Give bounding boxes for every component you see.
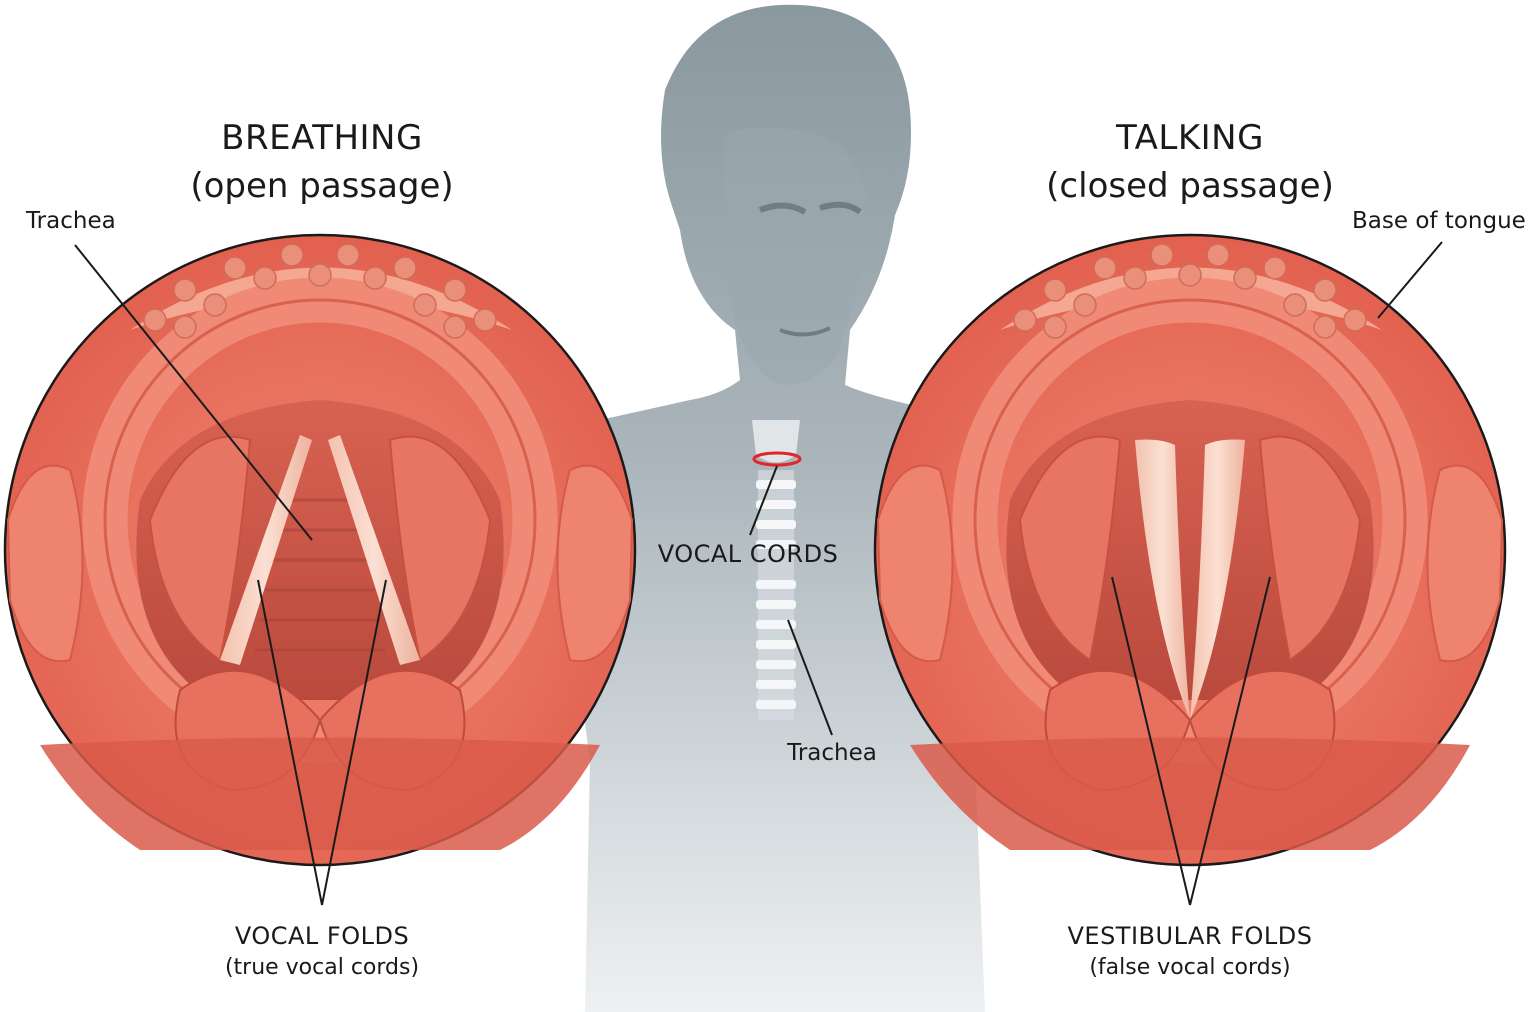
vocal-cords-leader (749, 465, 778, 536)
vocal-folds-sublabel: (true vocal cords) (224, 955, 420, 980)
vocal-cords-label: VOCAL CORDS (657, 540, 839, 568)
vocal-cords-highlight-ring (752, 451, 802, 467)
breathing-larynx-view (3, 233, 637, 867)
vocal-folds-leader-b (321, 579, 387, 906)
trachea-rings (752, 420, 802, 720)
talking-title: TALKING (1116, 118, 1264, 158)
vestibular-folds-leader-a (1111, 576, 1191, 906)
trachea-left-label: Trachea (26, 208, 116, 234)
base-of-tongue-label: Base of tongue (1352, 208, 1526, 234)
talking-subtitle: (closed passage) (1046, 166, 1334, 206)
leader-lines (74, 241, 1443, 906)
base-of-tongue-leader (1377, 241, 1443, 319)
vocal-folds-leader-a (257, 579, 323, 906)
trachea-center-label: Trachea (787, 740, 877, 766)
vestibular-folds-sublabel: (false vocal cords) (1089, 955, 1291, 980)
vestibular-folds-leader-b (1189, 576, 1271, 906)
breathing-subtitle: (open passage) (190, 166, 454, 206)
vocal-folds-label: VOCAL FOLDS (234, 922, 410, 950)
vestibular-folds-label: VESTIBULAR FOLDS (1067, 922, 1313, 950)
trachea-left-leader (74, 244, 313, 541)
talking-larynx-view (873, 233, 1507, 867)
breathing-title: BREATHING (221, 118, 423, 158)
trachea-center-leader (787, 619, 833, 736)
